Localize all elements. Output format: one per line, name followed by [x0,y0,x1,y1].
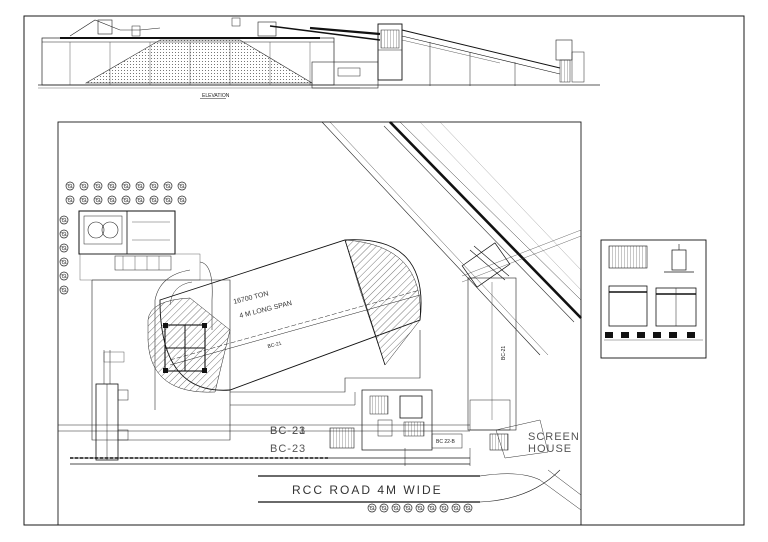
screen-house-line2: HOUSE [528,443,572,455]
left-gallery [95,350,129,461]
elevation-caption: ELEVATION [202,93,230,99]
railway-tracks [321,121,582,356]
stockpile-elevation [84,39,314,84]
screen-house-line1: SCREEN [528,431,580,443]
junction-house [461,242,511,288]
process-equipment: BC 22-B [329,389,511,466]
storage-span: 4 M LONG SPAN [239,300,293,320]
conveyor-label-bc21: BC-23 [270,425,306,437]
section-detail [600,239,707,359]
transfer-tower [377,23,403,81]
conveyor-label-bc21-bottom: BC-21 [270,425,306,437]
storage-capacity: 16700 TON [233,290,270,305]
road-label: RCC ROAD 4M WIDE [292,483,443,497]
substation-building [78,210,201,281]
screen-house: SCREEN HOUSE [495,419,580,459]
bottom-conveyors: BC-23 BC-23 [58,424,470,465]
rcc-road: RCC ROAD 4M WIDE [258,469,582,511]
conveyor-label-bc23-bottom: BC-23 [270,443,306,455]
conveyor-label-right: BC-21 [501,346,507,360]
elevation-view: ELEVATION [38,17,600,99]
stockpile-conveyor-label: BC-21 [267,341,282,350]
plan-frame [57,121,582,526]
conveyor-label-bc22b: BC 22-B [436,439,456,445]
stockpile-plan: 16700 TON 4 M LONG SPAN BC-21 [147,239,422,393]
